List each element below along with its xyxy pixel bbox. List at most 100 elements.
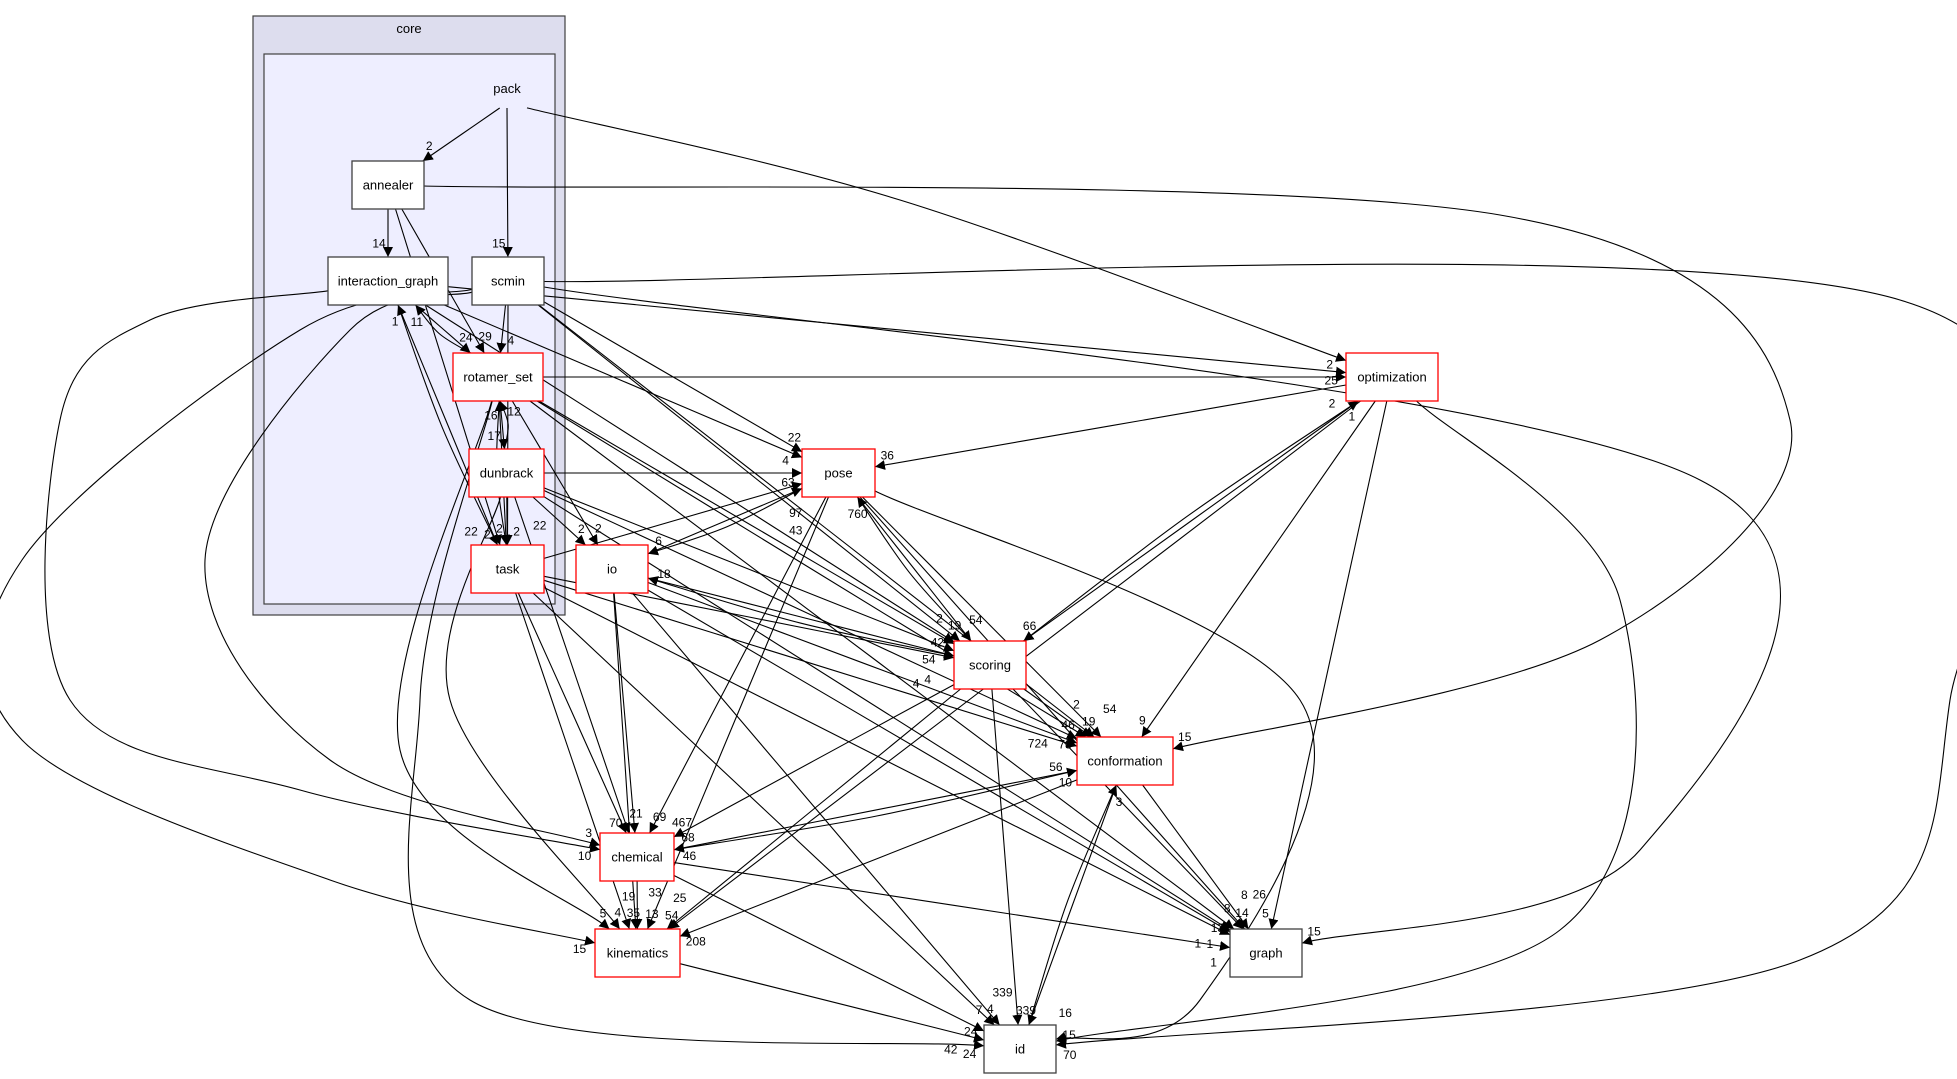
edge-count-label-scoring-to-pose[interactable]: 760 — [848, 507, 868, 521]
edge-count-label-conformation-to-chemical[interactable]: 46 — [683, 849, 697, 863]
edge-count-label-optimization-to-graph[interactable]: 5 — [1262, 907, 1269, 921]
node-label[interactable]: scmin — [491, 274, 525, 289]
edge-scoring-to-conformation[interactable] — [1023, 688, 1092, 738]
edge-pose-to-kinematics[interactable] — [646, 496, 830, 930]
edge-count-label-scmin-to-rotamer_set[interactable]: 4 — [508, 333, 515, 347]
edge-line[interactable] — [543, 587, 1231, 936]
edge-count-label-pose-to-chemical[interactable]: 68 — [681, 831, 695, 845]
edge-dunbrack-to-task[interactable] — [502, 496, 513, 546]
edge-line[interactable] — [543, 286, 1781, 946]
edge-line[interactable] — [543, 487, 955, 652]
edge-count-label-scoring-to-id[interactable]: 339 — [1016, 1004, 1036, 1018]
cluster-pack[interactable]: pack — [263, 53, 556, 605]
edge-line[interactable] — [502, 496, 513, 546]
edge-conformation-to-chemical[interactable] — [673, 769, 1078, 853]
edge-line[interactable] — [422, 107, 501, 162]
edge-line[interactable] — [631, 592, 1001, 1026]
edge-line[interactable] — [532, 592, 995, 1026]
node-rotamer-set[interactable]: rotamer_set — [452, 352, 544, 402]
node-label[interactable]: graph — [1249, 946, 1282, 961]
edge-conformation-to-kinematics[interactable] — [679, 779, 1078, 938]
node-box[interactable] — [470, 544, 545, 594]
edge-line[interactable] — [613, 592, 641, 930]
edge-line[interactable] — [1023, 400, 1359, 642]
edge-count-label-rotamer_set-to-dunbrack[interactable]: 17 — [488, 429, 502, 443]
edge-line[interactable] — [874, 384, 1347, 470]
edge-count-label-dunbrack-to-task[interactable]: 22 — [464, 525, 478, 539]
edge-line[interactable] — [647, 577, 955, 659]
node-label[interactable]: scoring — [969, 658, 1011, 673]
node-label[interactable]: task — [496, 562, 520, 577]
node-label[interactable]: dunbrack — [480, 466, 534, 481]
edge-line[interactable] — [502, 107, 513, 258]
edge-count-label-rotamer_set-to-graph[interactable]: 13 — [1211, 921, 1225, 935]
edge-count-label-interaction_graph-to-optimization[interactable]: 25 — [1325, 374, 1339, 388]
edge-count-label-optimization-to-kinematics[interactable]: 208 — [686, 935, 706, 949]
node-box[interactable] — [1229, 928, 1303, 978]
edge-line[interactable] — [1055, 400, 1637, 1044]
edge-line[interactable] — [856, 496, 972, 642]
edge-line[interactable] — [514, 496, 631, 834]
edge-count-label-annealer-to-rotamer_set[interactable]: 29 — [478, 330, 492, 344]
edge-count-label-scoring-to-kinematics[interactable]: 33 — [648, 886, 662, 900]
edge-line[interactable] — [991, 688, 1023, 1026]
edge-count-label-chemical-to-kinematics[interactable]: 19 — [622, 890, 636, 904]
edge-pack-to-scmin[interactable] — [502, 107, 513, 258]
edge-count-label-pose-to-kinematics[interactable]: 54 — [665, 909, 679, 923]
edge-count-label-pose-to-io[interactable]: 6 — [655, 534, 662, 548]
edge-count-label-annealer-to-task[interactable]: 2 — [484, 528, 491, 542]
edge-count-label-optimization-to-scoring[interactable]: 66 — [1023, 619, 1037, 633]
node-box[interactable] — [594, 928, 681, 978]
node-kinematics[interactable]: kinematics — [594, 928, 681, 978]
edge-count-label-rotamer_set-to-task[interactable]: 22 — [533, 519, 547, 533]
edge-task-to-kinematics[interactable] — [515, 592, 631, 930]
node-box[interactable] — [351, 160, 425, 210]
edge-count-label-rotamer_set-to-id[interactable]: 24 — [963, 1047, 977, 1061]
edge-interaction_graph-to-optimization[interactable] — [447, 286, 1347, 377]
edge-line[interactable] — [859, 496, 1246, 930]
edge-interaction_graph-to-chemical[interactable] — [44, 290, 601, 853]
edge-count-label-id-to-conformation[interactable]: 3 — [1116, 795, 1123, 809]
edge-id-to-conformation[interactable] — [1028, 784, 1118, 1026]
node-scoring[interactable]: scoring — [953, 640, 1027, 690]
edge-optimization-to-conformation[interactable] — [1141, 400, 1376, 738]
edge-count-label-io-to-chemical[interactable]: 69 — [653, 810, 667, 824]
edge-scmin-to-kinematics[interactable] — [0, 288, 596, 946]
node-dunbrack[interactable]: dunbrack — [468, 448, 545, 498]
edge-pose-to-scoring[interactable] — [856, 496, 972, 642]
edge-count-label-scoring-to-conformation[interactable]: 724 — [1028, 737, 1048, 751]
edge-rotamer_set-to-interaction_graph[interactable] — [415, 304, 471, 354]
edge-line[interactable] — [529, 400, 1235, 930]
edge-rotamer_set-to-scoring[interactable] — [538, 400, 955, 645]
edge-count-label-task-to-graph[interactable]: 1 — [1206, 937, 1213, 951]
edge-count-label-rotamer_set-to-scoring[interactable]: 54 — [922, 653, 936, 667]
edge-line[interactable] — [647, 488, 803, 556]
edge-io-to-id[interactable] — [631, 592, 1001, 1026]
edge-interaction_graph-to-task[interactable] — [397, 304, 498, 546]
node-pose[interactable]: pose — [801, 448, 876, 498]
edge-count-label-interaction_graph-to-chemical[interactable]: 10 — [578, 849, 592, 863]
edge-count-label-pack-to-optimization[interactable]: 2 — [1326, 357, 1333, 371]
edge-count-label-scoring-to-io[interactable]: 18 — [657, 567, 671, 581]
edge-line[interactable] — [394, 208, 502, 546]
edge-scmin-to-graph[interactable] — [543, 286, 1781, 946]
node-box[interactable] — [599, 832, 675, 882]
edge-count-label-io-to-conformation[interactable]: 2 — [1073, 698, 1080, 712]
edge-count-label-conformation-to-graph[interactable]: 8 — [1241, 888, 1248, 902]
edge-conformation-to-graph[interactable] — [1142, 784, 1249, 930]
edge-line[interactable] — [856, 496, 972, 642]
edge-count-label-scoring-to-optimization[interactable]: 1 — [1348, 410, 1355, 424]
edge-io-to-chemical[interactable] — [613, 592, 640, 834]
edge-line[interactable] — [496, 304, 507, 354]
edge-line[interactable] — [415, 304, 471, 354]
edge-line[interactable] — [1141, 400, 1376, 738]
edge-count-label-optimization-to-pose[interactable]: 36 — [881, 449, 895, 463]
node-io[interactable]: io — [575, 544, 649, 594]
edge-count-label-annealer-to-interaction_graph[interactable]: 14 — [372, 236, 386, 250]
edge-count-label-optimization-to-conformation[interactable]: 9 — [1139, 714, 1146, 728]
edge-line[interactable] — [862, 496, 1102, 738]
edge-count-label-dunbrack-to-chemical[interactable]: 70 — [609, 816, 623, 830]
edge-count-label-task-to-scoring[interactable]: 2 — [936, 612, 943, 626]
edge-line[interactable] — [647, 576, 955, 657]
edge-count-label-scmin-to-pose[interactable]: 22 — [788, 430, 802, 444]
